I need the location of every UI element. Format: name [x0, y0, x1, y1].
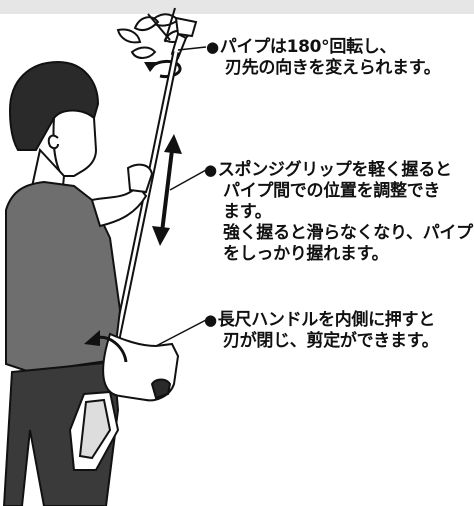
note-grip-line-2: パイプ間での位置を調整でき [223, 181, 441, 201]
note-grip-line-3: ます。 [223, 202, 272, 222]
branch-leaves-illustration [116, 7, 192, 59]
leader-line-handle [155, 319, 207, 347]
note-rotate-line-1: ●パイプは180°回転し、 [206, 37, 397, 57]
note-handle-line-1: ●長尺ハンドルを内側に押すと [204, 310, 435, 330]
cutter-head-illustration [170, 16, 198, 60]
note-grip: ●スポンジグリップを軽く握ると パイプ間での位置を調整でき ます。 強く握ると滑… [204, 160, 473, 265]
leader-line-rotate [177, 46, 207, 51]
leader-line-grip [169, 169, 207, 191]
bullet-icon: ● [204, 161, 217, 179]
adjust-arrow-icon [152, 134, 182, 246]
note-rotate-line-2: 刃先の向きを変えられます。 [225, 58, 441, 78]
bullet-icon: ● [204, 311, 217, 329]
rotate-arrow-head-icon [144, 62, 158, 72]
bullet-icon: ● [206, 38, 219, 56]
person-illustration [2, 60, 180, 506]
note-grip-line-5: をしっかり握れます。 [223, 244, 389, 264]
top-band [0, 0, 474, 14]
note-grip-line-1: ●スポンジグリップを軽く握ると [204, 160, 452, 180]
push-arrow-head-icon [84, 330, 100, 346]
note-handle: ●長尺ハンドルを内側に押すと 刃が閉じ、剪定ができます。 [204, 310, 439, 352]
note-grip-line-4: 強く握ると滑らなくなり、パイプ [223, 223, 473, 243]
note-rotate: ●パイプは180°回転し、 刃先の向きを変えられます。 [206, 37, 441, 79]
note-handle-line-2: 刃が閉じ、剪定ができます。 [223, 331, 439, 351]
